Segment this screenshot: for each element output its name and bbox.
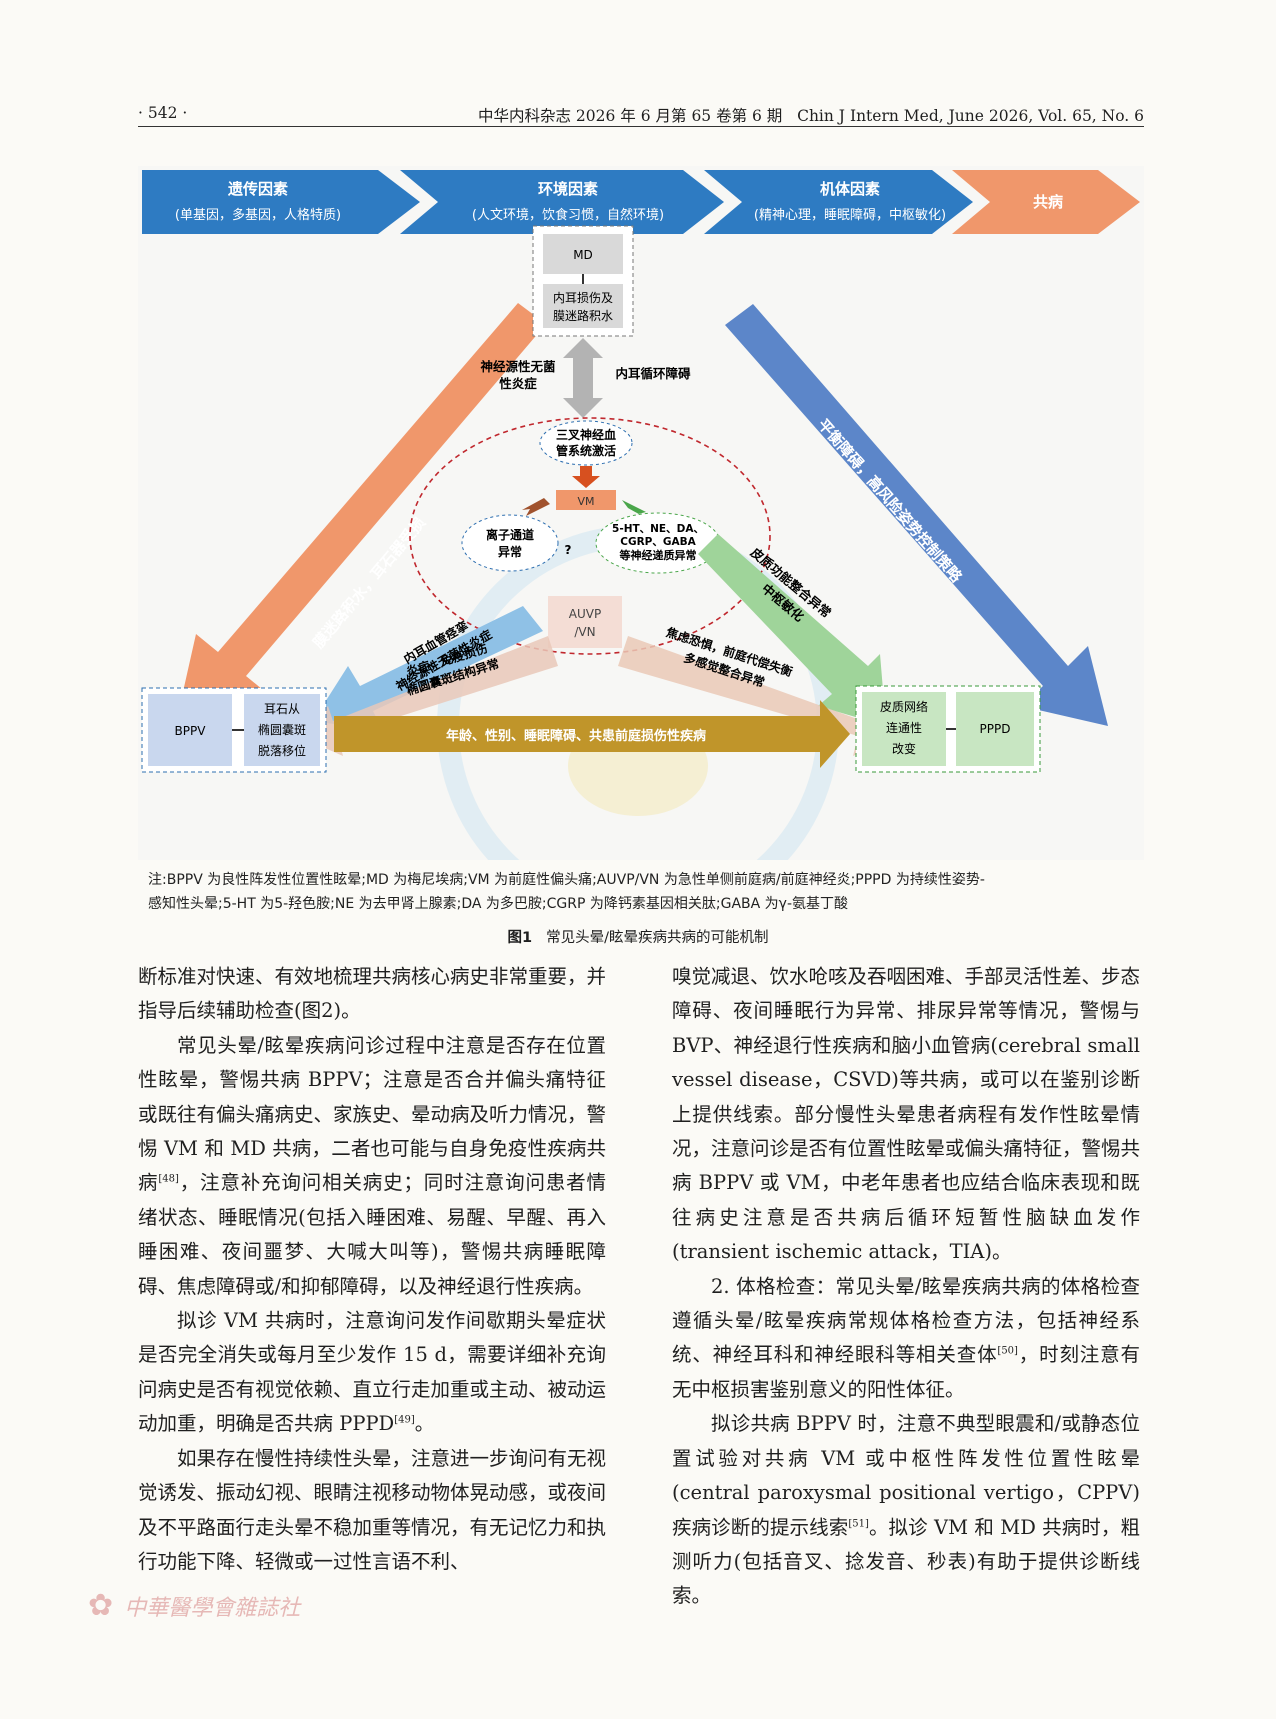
md-box: MD 内耳损伤及 膜迷路积水 <box>532 225 634 337</box>
auvp-box <box>548 596 622 648</box>
md-label: MD <box>573 248 593 262</box>
page-number: · 542 · <box>138 104 188 122</box>
top-arrow-body-title: 机体因素 <box>820 180 880 198</box>
citation-49: [49] <box>394 1414 415 1426</box>
neuro-label-3: 等神经递质异常 <box>619 548 697 562</box>
left-column: 断标准对快速、有效地梳理共病核心病史非常重要，并指导后续辅助检查(图2)。 常见… <box>138 960 606 1579</box>
journal-name-en: Chin J Intern Med, June 2026, Vol. 65, N… <box>797 107 1144 125</box>
top-arrow-body-sub: (精神心理，睡眠障碍，中枢敏化) <box>754 208 946 223</box>
caption-label: 图1 <box>507 930 533 946</box>
caption-text: 常见头晕/眩晕疾病共病的可能机制 <box>546 930 769 946</box>
top-arrow-environment-sub: (人文环境，饮食习惯，自然环境) <box>472 207 664 223</box>
figure-note: 注:BPPV 为良性阵发性位置性眩晕;MD 为梅尼埃病;VM 为前庭性偏头痛;A… <box>148 868 1138 916</box>
bppv-box: BPPV 耳石从 椭圆囊斑 脱落移位 <box>141 687 327 773</box>
top-arrow-environment-title: 环境因素 <box>538 180 598 198</box>
top-arrow-genetic-title: 遗传因素 <box>227 180 288 198</box>
down-arrow-to-vm <box>572 466 600 488</box>
right-mid-label: 内耳循环障碍 <box>615 366 691 381</box>
top-arrow-genetic-sub: (单基因，多基因，人格特质) <box>175 207 341 223</box>
trigeminal-ellipse <box>539 420 633 466</box>
journal-name: 中华内科杂志 2026 年 6 月第 65 卷第 6 期 <box>478 107 783 125</box>
left-paragraph-3-text-b: 。 <box>414 1412 435 1436</box>
bottom-arrow: 年龄、性别、睡眠障碍、共患前庭损伤性疾病 <box>334 700 850 768</box>
figure-note-line-1: 注:BPPV 为良性阵发性位置性眩晕;MD 为梅尼埃病;VM 为前庭性偏头痛;A… <box>148 872 985 888</box>
figure-1: 遗传因素 (单基因，多基因，人格特质) 环境因素 (人文环境，饮食习惯，自然环境… <box>138 166 1144 927</box>
vm-box <box>556 490 616 510</box>
right-paragraph-2-text-b: ，时刻注意有无中枢损害鉴别意义的阳性体征。 <box>672 1343 1140 1401</box>
publisher-name: 中華醫學會雜誌社 <box>124 1596 301 1621</box>
auvp-label-2: /VN <box>574 625 595 639</box>
right-paragraph-3-text-b: 。拟诊 VM 和 MD 共病时，粗测听力(包括音叉、捻发音、秒表)有助于提供诊断… <box>672 1515 1140 1608</box>
comorbidity-diagram: 遗传因素 (单基因，多基因，人格特质) 环境因素 (人文环境，饮食习惯，自然环境… <box>141 170 1140 927</box>
top-arrow-genetic: 遗传因素 (单基因，多基因，人格特质) <box>142 170 420 234</box>
left-paragraph-1: 断标准对快速、有效地梳理共病核心病史非常重要，并指导后续辅助检查(图2)。 <box>138 965 607 1023</box>
left-paragraph-2-text-a: 常见头晕/眩晕疾病问诊过程中注意是否存在位置性眩晕，警惕共病 BPPV；注意是否… <box>138 1033 607 1195</box>
citation-48: [48] <box>158 1173 179 1185</box>
figure-note-line-2: 感知性头晕;5-HT 为5-羟色胺;NE 为去甲肾上腺素;DA 为多巴胺;CGR… <box>148 896 848 912</box>
publisher-watermark: ✿ 中華醫學會雜誌社 <box>88 1588 300 1623</box>
right-paragraph-3-text-a: 拟诊共病 BPPV 时，注意不典型眼震和/或静态位置试验对共病 VM 或中枢性阵… <box>672 1412 1140 1539</box>
top-arrow-comorbidity-title: 共病 <box>1033 193 1063 211</box>
pppd-label: PPPD <box>980 722 1011 736</box>
ion-label-1: 离子通道 <box>486 527 534 542</box>
md-sub-2: 膜迷路积水 <box>553 308 613 323</box>
top-arrow-environment: 环境因素 (人文环境，饮食习惯，自然环境) <box>400 170 724 234</box>
bottom-arrow-label: 年龄、性别、睡眠障碍、共患前庭损伤性疾病 <box>446 728 706 744</box>
cortex-label-2: 连通性 <box>886 720 922 735</box>
pppd-box: 皮质网络 连通性 改变 PPPD <box>855 685 1041 773</box>
left-paragraph-3-text-a: 拟诊 VM 共病时，注意询问发作间歇期头晕症状是否完全消失或每月至少发作 15 … <box>138 1309 607 1436</box>
question-mark: ? <box>565 543 572 557</box>
right-paragraph-3: 拟诊共病 BPPV 时，注意不典型眼震和/或静态位置试验对共病 VM 或中枢性阵… <box>672 1407 1140 1613</box>
citation-51: [51] <box>848 1518 869 1529</box>
left-mid-label-2: 性炎症 <box>498 376 537 391</box>
cortex-label-3: 改变 <box>892 741 916 756</box>
publisher-logo-icon: ✿ <box>88 1588 114 1623</box>
ion-arrow <box>522 498 550 516</box>
left-paragraph-3: 拟诊 VM 共病时，注意询问发作间歇期头晕症状是否完全消失或每月至少发作 15 … <box>138 1304 606 1442</box>
cortex-label-1: 皮质网络 <box>880 699 928 714</box>
blue-diagonal-label: 平衡障碍，高风险姿势控制策略 <box>814 416 966 587</box>
left-paragraph-4: 如果存在慢性持续性头晕，注意进一步询问有无视觉诱发、振动幻视、眼睛注视移动物体晃… <box>138 1446 607 1573</box>
vm-ellipse <box>409 417 771 655</box>
ion-label-2: 异常 <box>498 544 522 559</box>
right-column: 嗅觉减退、饮水呛咳及吞咽困难、手部灵活性差、步态障碍、夜间睡眠行为异常、排尿异常… <box>672 960 1140 1614</box>
top-arrow-comorbidity: 共病 <box>952 170 1140 234</box>
left-paragraph-2: 常见头晕/眩晕疾病问诊过程中注意是否存在位置性眩晕，警惕共病 BPPV；注意是否… <box>138 1029 606 1304</box>
otolith-label-3: 脱落移位 <box>258 743 306 758</box>
neuro-label-1: 5-HT、NE、DA、 <box>612 523 704 535</box>
figure-caption: 图1 常见头晕/眩晕疾病共病的可能机制 <box>0 926 1276 947</box>
auvp-label-1: AUVP <box>569 607 601 621</box>
trigeminal-label-1: 三叉神经血 <box>556 427 616 442</box>
trigeminal-label-2: 管系统激活 <box>556 443 616 458</box>
top-arrow-body: 机体因素 (精神心理，睡眠障碍，中枢敏化) <box>704 170 973 234</box>
right-paragraph-2: 2. 体格检查：常见头晕/眩晕疾病共病的体格检查遵循头晕/眩晕疾病常规体格检查方… <box>672 1270 1140 1408</box>
otolith-label-1: 耳石从 <box>264 702 300 716</box>
header-rule <box>138 126 1144 127</box>
ion-ellipse <box>461 514 559 572</box>
bppv-label: BPPV <box>175 724 207 738</box>
right-paragraph-1: 嗅觉减退、饮水呛咳及吞咽困难、手部灵活性差、步态障碍、夜间睡眠行为异常、排尿异常… <box>672 965 1141 1264</box>
grey-double-arrow <box>563 338 603 418</box>
left-paragraph-2-text-b: ，注意补充询问相关病史；同时注意询问患者情绪状态、睡眠情况(包括入睡困难、易醒、… <box>138 1171 606 1298</box>
md-sub-1: 内耳损伤及 <box>553 291 613 305</box>
journal-header: 中华内科杂志 2026 年 6 月第 65 卷第 6 期 Chin J Inte… <box>478 104 1144 126</box>
left-mid-label-1: 神经源性无菌 <box>480 359 556 374</box>
vm-label: VM <box>577 495 594 508</box>
right-paragraph-2-text-a: 2. 体格检查：常见头晕/眩晕疾病共病的体格检查遵循头晕/眩晕疾病常规体格检查方… <box>672 1274 1140 1367</box>
citation-50: [50] <box>997 1345 1018 1357</box>
neuro-label-2: CGRP、GABA <box>620 536 696 548</box>
otolith-label-2: 椭圆囊斑 <box>258 722 306 737</box>
neuro-arrow <box>622 500 646 518</box>
